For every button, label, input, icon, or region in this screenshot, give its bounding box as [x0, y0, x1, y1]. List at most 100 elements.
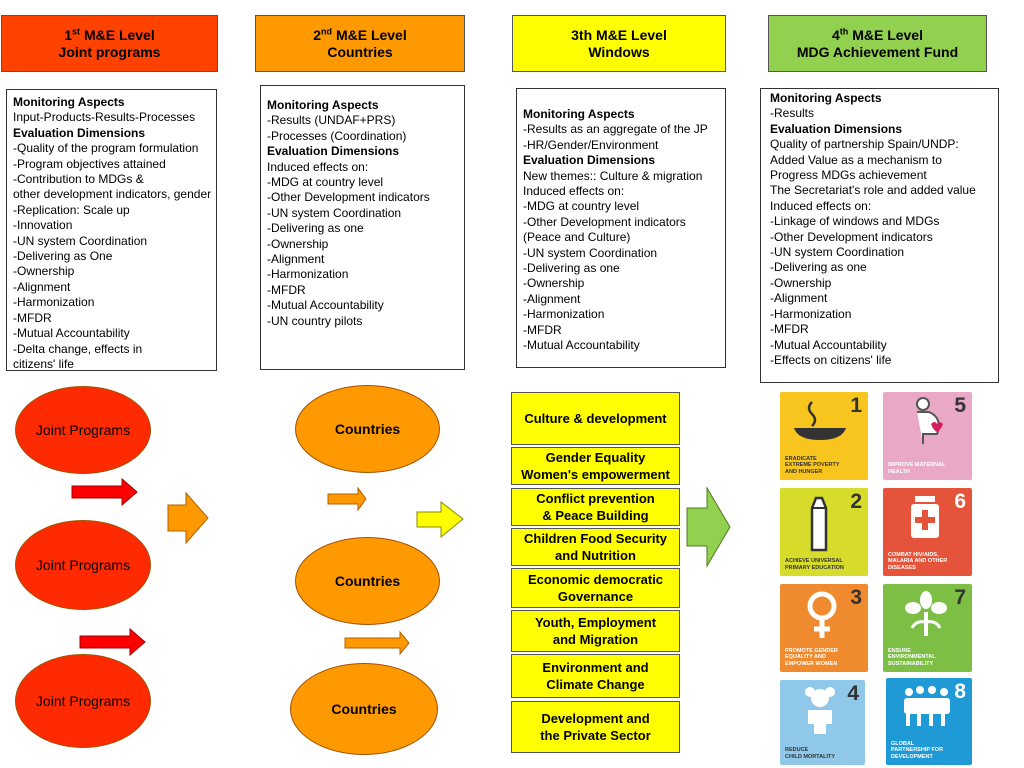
box-line: -Processes (Coordination): [267, 128, 407, 143]
section-heading: Evaluation Dimensions: [523, 153, 656, 168]
box-line: Induced effects on:: [523, 184, 625, 199]
medicine-icon: [911, 496, 939, 538]
mdg-tile-2: 2 Achieve universal primary education: [780, 488, 868, 576]
mdg-tile-7: 7 Ensure environmental sustainability: [883, 584, 972, 672]
window-box: Gender Equality Women's empowerment: [511, 447, 680, 485]
bowl-icon: [794, 401, 846, 440]
box-line: -Other Development indicators: [523, 214, 686, 229]
yellow-arrow-icon: [416, 500, 464, 539]
level-header-4: 4th M&E Level MDG Achievement Fund: [768, 15, 987, 72]
window-label: Culture & development: [524, 411, 667, 426]
mdg-number: 4: [847, 682, 859, 705]
section-heading: Monitoring Aspects: [267, 98, 379, 112]
level-header-title: 2nd M&E Level: [313, 25, 407, 43]
info-box-countries: Monitoring Aspects-Results (UNDAF+PRS)-P…: [260, 85, 465, 370]
window-label: Environment and Climate Change: [542, 660, 649, 692]
box-line: -MFDR: [770, 322, 809, 337]
joint-programs-label: Joint Programs: [35, 693, 131, 709]
mdg-tile-3: 3 Promote gender equality and empower wo…: [780, 584, 868, 672]
green-arrow-icon: [686, 486, 731, 568]
section-heading: Evaluation Dimensions: [13, 125, 146, 140]
countries-ellipse: Countries: [290, 663, 438, 755]
box-line: Added Value as a mechanism to: [770, 152, 942, 167]
box-line: -Alignment: [13, 279, 71, 294]
mdg-tile-6: 6 Combat HIV/AIDS, malaria and other dis…: [883, 488, 972, 576]
box-line: -Harmonization: [770, 306, 852, 321]
box-line: -MDG at country level: [523, 199, 640, 214]
box-line: -UN country pilots: [267, 313, 363, 328]
level-header-title: 3th M&E Level: [571, 26, 667, 43]
countries-label: Countries: [331, 701, 397, 717]
orange-arrow-icon: [327, 486, 367, 512]
window-label: Development and the Private Sector: [540, 711, 651, 743]
box-line: -Ownership: [267, 236, 329, 251]
mdg-caption: Reduce child mortality: [785, 747, 836, 760]
mdg-caption: Achieve universal primary education: [785, 558, 844, 571]
level-header-1: 1st M&E Level Joint programs: [1, 15, 218, 72]
box-line: -HR/Gender/Environment: [523, 137, 659, 152]
box-line: -Quality of the program formulation: [13, 141, 199, 156]
window-box: Environment and Climate Change: [511, 654, 680, 698]
box-line: -Program objectives attained: [13, 156, 166, 171]
window-label: Economic democratic Governance: [527, 572, 664, 604]
mdg-caption: Combat HIV/AIDS, malaria and other disea…: [888, 551, 948, 571]
mdg-number: 2: [850, 490, 862, 513]
box-line: -UN system Coordination: [13, 233, 148, 248]
plant-icon: [905, 591, 947, 636]
mdg-tile-8: 8 Global partnership for development: [886, 678, 972, 765]
mdg-caption: Global partnership for development: [891, 740, 944, 760]
level-header-subtitle: Windows: [588, 43, 650, 60]
level-header-subtitle: Countries: [327, 43, 393, 60]
window-box: Development and the Private Sector: [511, 701, 680, 753]
box-line: Quality of partnership Spain/UNDP:: [770, 137, 959, 152]
level-header-2: 2nd M&E Level Countries: [255, 15, 465, 72]
pencil-icon: [810, 496, 828, 552]
box-line: Progress MDGs achievement: [770, 168, 927, 183]
box-line: -Mutual Accountability: [770, 337, 887, 352]
box-line: -Alignment: [770, 291, 828, 306]
mdg-tile-5: 5 Improve maternal health: [883, 392, 972, 480]
window-box: Economic democratic Governance: [511, 568, 680, 608]
mother-icon: [916, 397, 943, 444]
mdg-tile-1: 1 Eradicate extreme poverty and hunger: [780, 392, 868, 480]
orange-arrow-icon: [344, 630, 410, 656]
red-arrow-icon: [71, 477, 138, 507]
box-line: -Results as an aggregate of the JP: [523, 122, 708, 137]
box-line: -UN system Coordination: [770, 245, 905, 260]
countries-label: Countries: [334, 421, 401, 437]
box-line: -MFDR: [267, 282, 306, 297]
box-line: Input-Products-Results-Processes: [13, 110, 196, 125]
orange-arrow-icon: [167, 491, 209, 545]
joint-programs-label: Joint Programs: [35, 557, 131, 573]
mdg-number: 7: [954, 586, 966, 609]
window-box: Youth, Employment and Migration: [511, 610, 680, 652]
box-line: -Ownership: [13, 264, 75, 279]
mdg-number: 1: [850, 394, 862, 417]
level-header-title: 4th M&E Level: [832, 25, 923, 43]
box-line: -UN system Coordination: [267, 205, 402, 220]
red-arrow-icon: [79, 627, 146, 657]
people-icon: [904, 686, 950, 726]
box-line: -MFDR: [13, 310, 52, 325]
window-label: Children Food Security and Nutrition: [523, 531, 667, 563]
box-line: -Replication: Scale up: [13, 202, 130, 217]
box-line: -Innovation: [13, 218, 73, 233]
box-line: -Delivering as One: [13, 249, 113, 264]
box-line: -Other Development indicators: [267, 190, 430, 205]
level-header-3: 3th M&E Level Windows: [512, 15, 726, 72]
box-line: -Mutual Accountability: [13, 326, 130, 341]
box-line: New themes:: Culture & migration: [523, 168, 703, 183]
box-line: -UN system Coordination: [523, 245, 658, 260]
countries-label: Countries: [334, 573, 401, 589]
section-heading: Monitoring Aspects: [523, 107, 635, 121]
mdg-caption: Ensure environmental sustainability: [888, 647, 936, 667]
level-header-title: 1st M&E Level: [64, 25, 155, 43]
box-line: -Delta change, effects in: [13, 341, 143, 356]
window-label: Youth, Employment and Migration: [534, 615, 657, 647]
box-line: -Harmonization: [13, 295, 95, 310]
box-line: -Delivering as one: [523, 261, 620, 276]
section-heading: Monitoring Aspects: [770, 91, 882, 105]
box-line: -Results (UNDAF+PRS): [267, 113, 396, 128]
